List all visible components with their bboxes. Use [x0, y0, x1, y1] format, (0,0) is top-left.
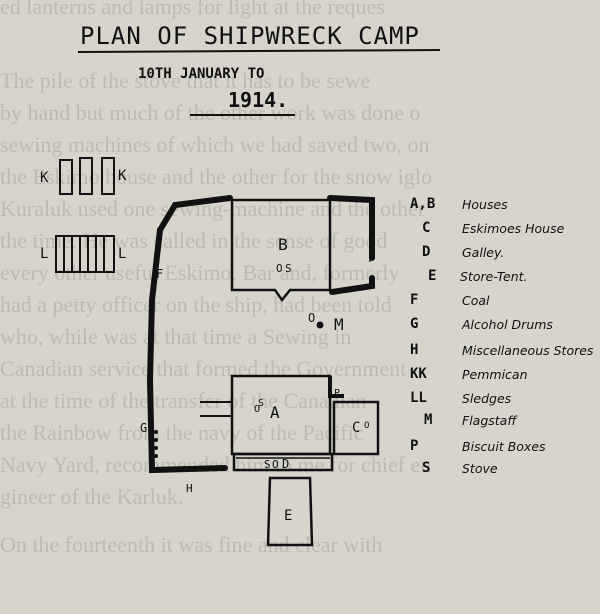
map-label-l: L — [118, 246, 126, 262]
legend-key: KK — [410, 366, 427, 382]
legend-key: A,B — [410, 196, 436, 212]
biscuit-boxes — [328, 376, 344, 398]
eskimo-house-c — [332, 400, 380, 456]
alcohol-drums — [154, 430, 158, 458]
map-label-a: A — [270, 403, 280, 422]
map-label-f: F — [156, 267, 163, 281]
map-label-o: O — [254, 404, 260, 415]
map-label-c: C — [352, 420, 360, 436]
map-label-d: D — [282, 457, 289, 471]
flagstaff-marker — [316, 321, 324, 329]
sledges-block — [55, 235, 115, 273]
background-text-line: The pile of the stove that it has to be … — [0, 68, 371, 93]
background-text-line: at the time of the transfer of the Canad… — [0, 388, 367, 413]
legend-label: Galley. — [462, 245, 505, 260]
map-label-o: O — [272, 458, 279, 471]
legend-key: P — [410, 438, 419, 454]
map-label-o: O — [364, 421, 369, 431]
plan-title: PLAN OF SHIPWRECK CAMP — [80, 22, 420, 50]
legend-label: Miscellaneous Stores — [462, 343, 594, 358]
legend-label: Flagstaff — [462, 413, 517, 428]
background-text-line: Canadian service that formed the Governm… — [0, 356, 407, 381]
map-label-f: F — [368, 251, 375, 265]
legend-key: G — [410, 316, 419, 332]
legend-key: F — [410, 292, 419, 308]
map-label-p: P — [334, 388, 340, 399]
background-text-line: Navy Yard, recommended him to me for chi… — [0, 452, 432, 477]
map-label-k: K — [118, 168, 127, 184]
legend-key: M — [424, 412, 433, 428]
map-label-s: S — [258, 398, 264, 409]
background-text-line: the Rainbow from the navy of the Pacific — [0, 420, 364, 445]
legend-label: Houses — [462, 197, 508, 212]
pemmican-box — [59, 159, 73, 195]
legend-label: Pemmican — [462, 367, 528, 382]
background-text-line: sewing machines of which we had saved tw… — [0, 132, 430, 157]
store-tent-e — [266, 476, 314, 547]
map-label-k: K — [40, 170, 49, 186]
map-label-l: L — [40, 246, 48, 262]
background-text-line: had a petty officer on the ship, had bee… — [0, 292, 392, 317]
legend-key: S — [422, 460, 431, 476]
background-text-line: who, while was at that time a Sewing in — [0, 324, 352, 349]
coal-wall-left — [146, 227, 228, 474]
legend-label: Store-Tent. — [460, 269, 528, 284]
legend-label: Eskimoes House — [462, 221, 565, 236]
legend-key: E — [428, 268, 437, 284]
legend-key: D — [422, 244, 431, 260]
house-a-entrance — [200, 401, 232, 417]
pemmican-box — [101, 157, 115, 195]
background-text-line: gineer of the Karluk. — [0, 484, 184, 509]
legend-label: Coal — [462, 293, 490, 308]
map-label-o: O — [276, 262, 283, 275]
legend-label: Sledges — [462, 391, 512, 406]
background-text-line: On the fourteenth it was fine and clear … — [0, 532, 383, 557]
map-label-m: M — [334, 315, 344, 334]
legend-label: Stove — [462, 461, 498, 476]
house-b — [230, 198, 332, 303]
map-label-o: O — [308, 311, 315, 325]
legend-key: LL — [410, 390, 427, 406]
legend-key: H — [410, 342, 419, 358]
map-label-s: S — [264, 458, 271, 471]
map-label-h: H — [186, 482, 193, 495]
map-label-e: E — [284, 508, 292, 524]
title-underline — [77, 49, 441, 53]
map-label-s: S — [285, 262, 292, 275]
house-a — [230, 374, 332, 456]
plan-date-line2: 1914. — [228, 88, 289, 112]
background-text-line: ed lanterns and lamps for light at the r… — [0, 0, 385, 19]
legend-key: C — [422, 220, 431, 236]
background-text-line: by hand but much of the other work was d… — [0, 100, 421, 125]
coal-wall-top — [157, 195, 375, 295]
map-label-b: B — [278, 235, 288, 254]
pemmican-box — [79, 157, 93, 195]
galley-d — [232, 452, 334, 472]
legend-label: Alcohol Drums — [462, 317, 553, 332]
legend-label: Biscuit Boxes — [462, 439, 546, 454]
plan-date-line1: 10TH JANUARY TO — [138, 66, 265, 82]
map-label-g: G — [140, 421, 147, 435]
